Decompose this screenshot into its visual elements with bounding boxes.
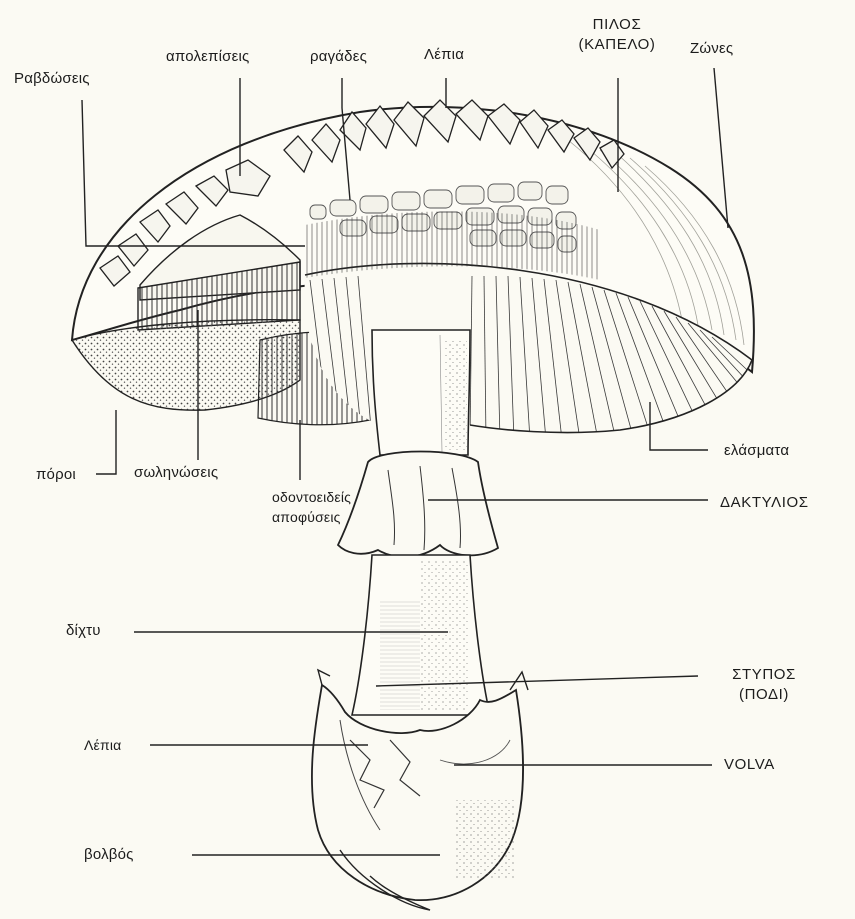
label-warts-volva: Λέπια <box>84 736 121 754</box>
label-stipe-sub: (ΠΟΔΙ) <box>704 686 824 704</box>
label-pileus: ΠΙΛΟΣ <box>558 16 676 34</box>
label-pileus-sub: (ΚΑΠΕΛΟ) <box>558 36 676 54</box>
label-lamellae: ελάσματα <box>724 442 789 460</box>
label-teeth-line2: αποφύσεις <box>272 508 341 526</box>
label-volva: VOLVA <box>724 756 775 774</box>
label-striations: Ραβδώσεις <box>14 70 90 88</box>
ring <box>338 452 498 557</box>
label-warts-cap: Λέπια <box>424 46 464 64</box>
label-annulus: ΔΑΚΤΥΛΙΟΣ <box>720 494 809 512</box>
label-zones: Ζώνες <box>690 40 733 58</box>
label-reticulum: δίχτυ <box>66 622 101 640</box>
label-scales: απολεπίσεις <box>166 48 249 66</box>
label-tubes: σωληνώσεις <box>134 464 218 482</box>
label-pores: πόροι <box>36 466 76 484</box>
label-stipe: ΣΤΥΠΟΣ <box>704 666 824 684</box>
label-teeth-line1: οδοντοειδείς <box>272 488 351 506</box>
label-cracks: ραγάδες <box>310 48 367 66</box>
label-bulb: βολβός <box>84 846 134 864</box>
